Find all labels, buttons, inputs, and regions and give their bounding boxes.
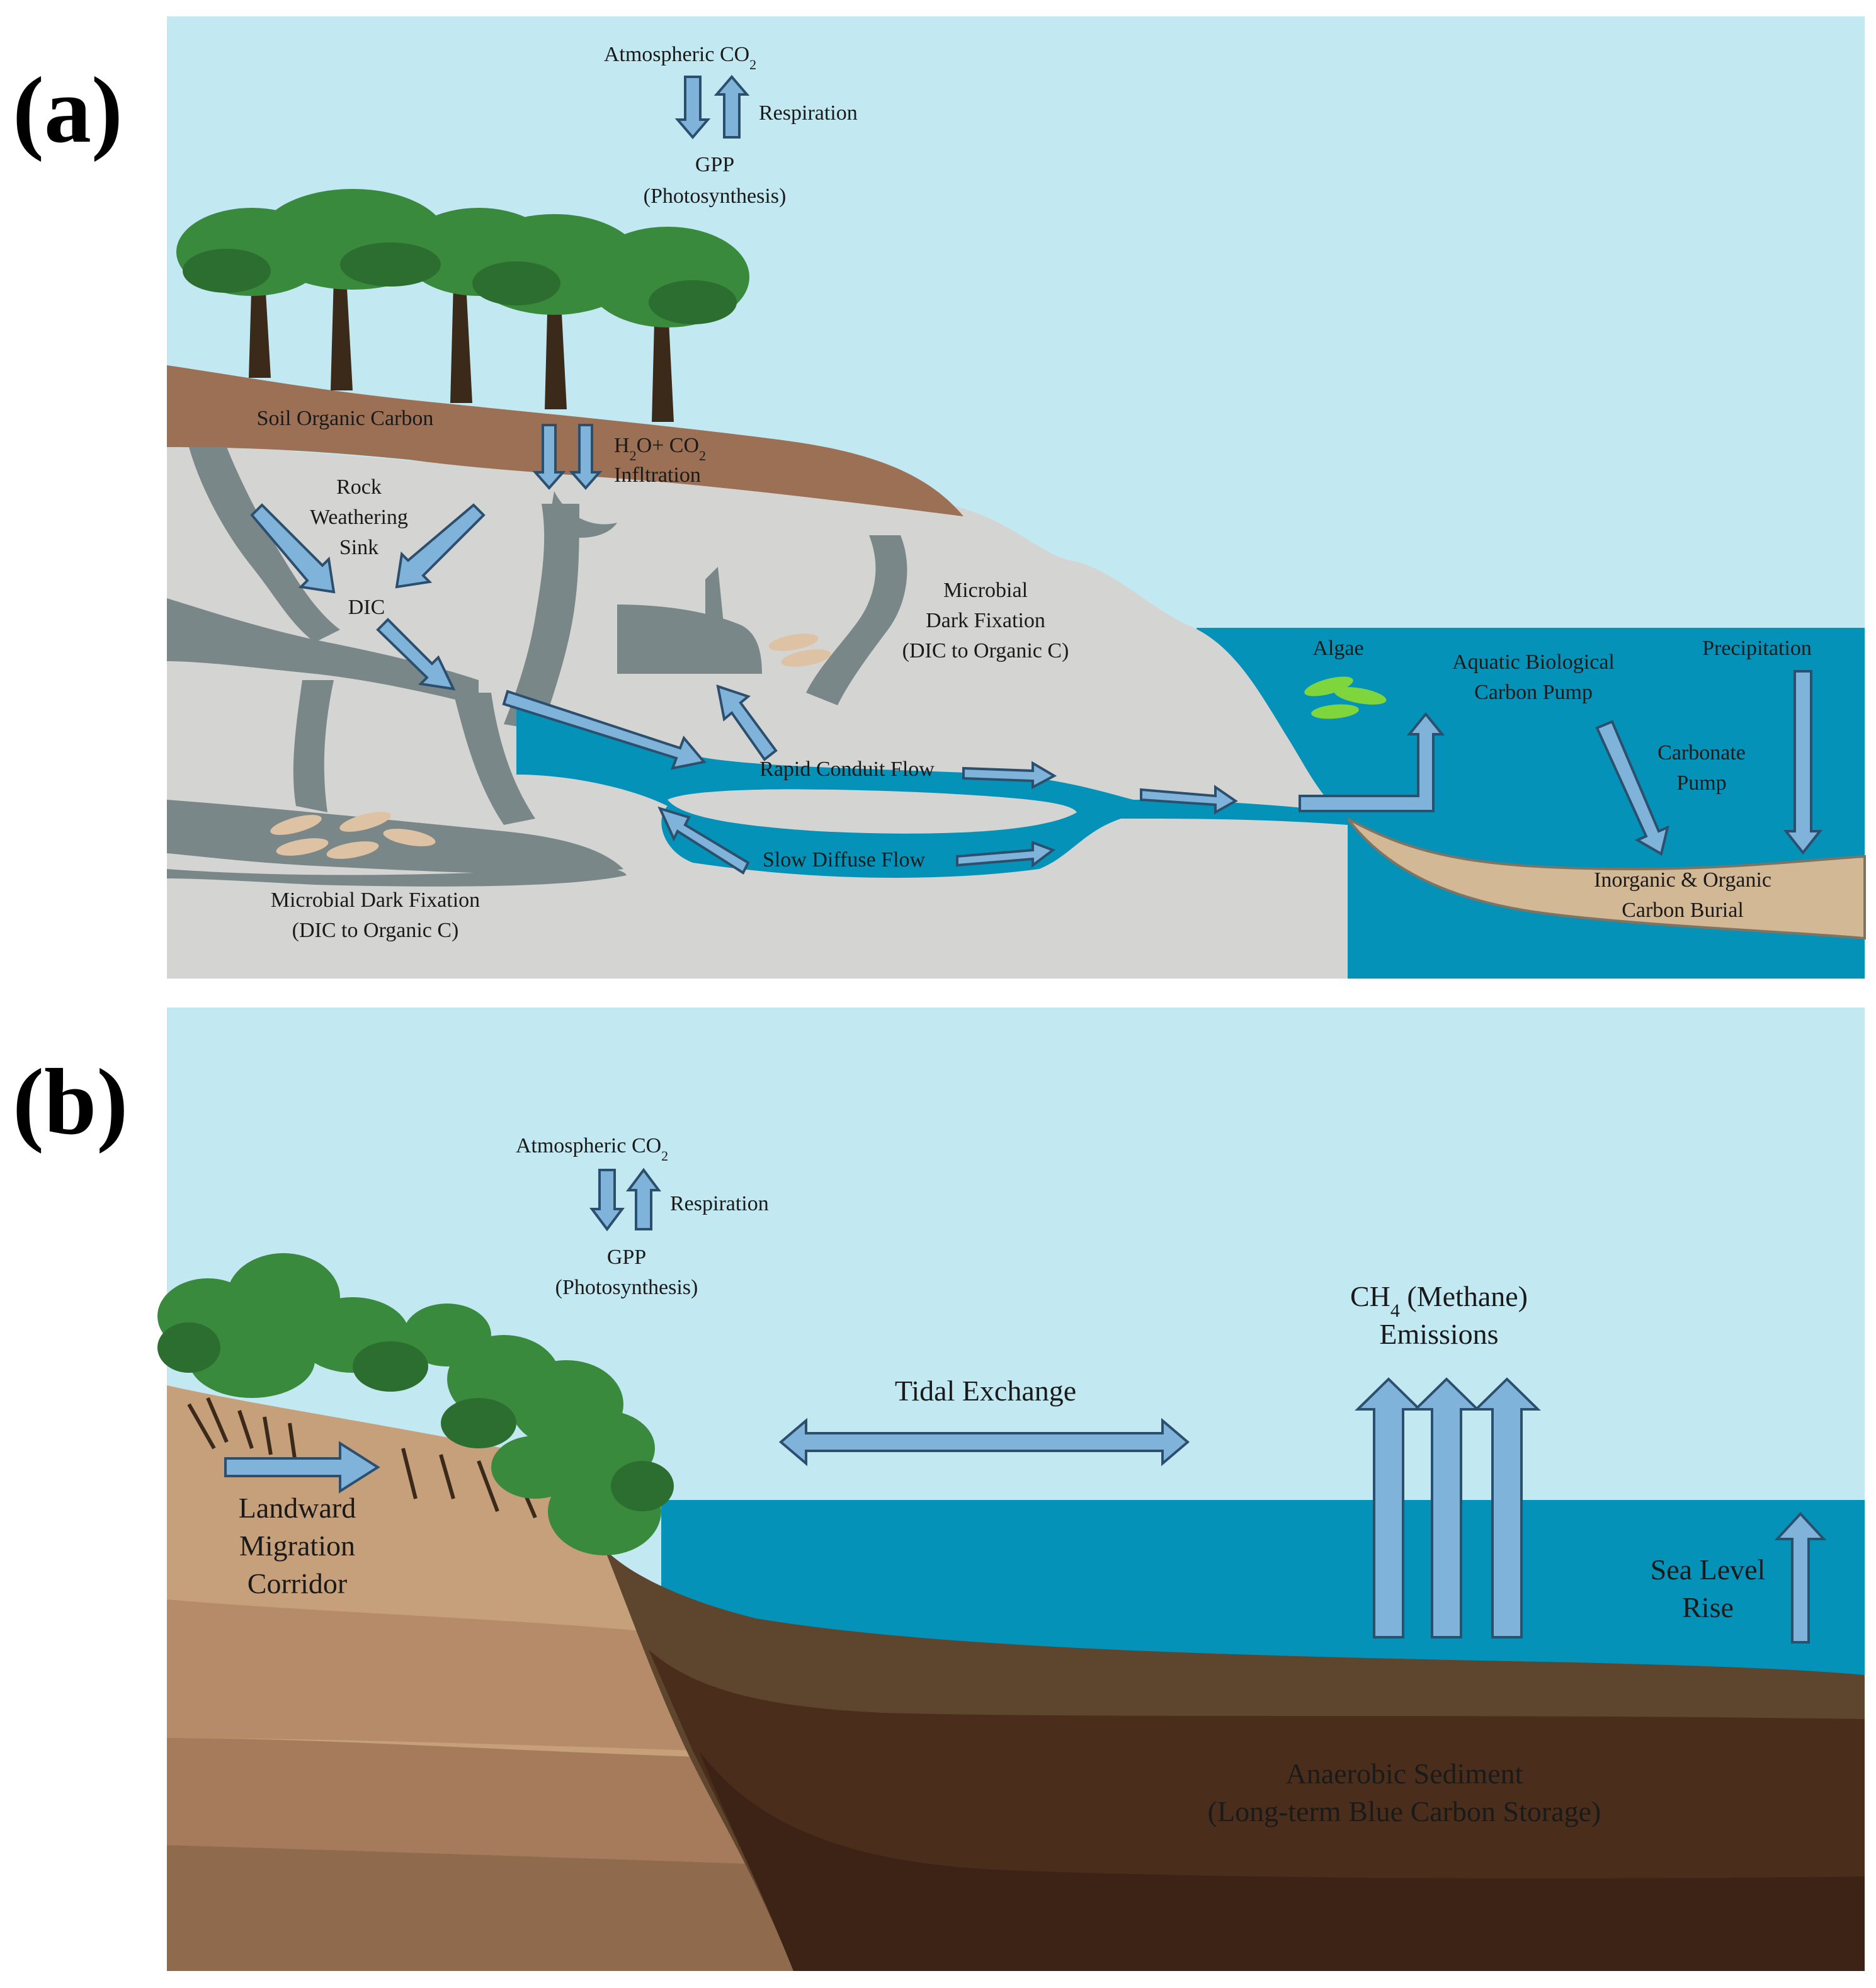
respiration-label: Respiration bbox=[759, 101, 858, 125]
panel-a-conduits bbox=[167, 447, 907, 887]
landward-line2: Migration bbox=[239, 1530, 355, 1562]
weathering-arrow-right bbox=[395, 503, 486, 589]
microbial-right-line3: (DIC to Organic C) bbox=[902, 639, 1069, 662]
conduit-long-arrow bbox=[502, 690, 707, 770]
ch4-label: CH4 (Methane) bbox=[1350, 1280, 1528, 1321]
respiration-up-arrow bbox=[713, 74, 750, 139]
gpp-down-arrow-b bbox=[589, 1169, 625, 1232]
photosynthesis-label-b: (Photosynthesis) bbox=[555, 1276, 698, 1299]
rapid-conduit-flow-label: Rapid Conduit Flow bbox=[759, 758, 935, 781]
atmospheric-co2-label: Atmospheric CO2 bbox=[604, 43, 756, 72]
panel-a-conduit-water bbox=[516, 705, 1348, 878]
outlet-arrow bbox=[1140, 785, 1238, 815]
panel-b-sediment bbox=[605, 1549, 1865, 1971]
panel-a: (a) bbox=[13, 16, 1866, 979]
algae-label: Algae bbox=[1312, 637, 1363, 660]
panel-a-labels: Atmospheric CO2 Respiration GPP (Photosy… bbox=[257, 43, 1812, 942]
rock-label: Rock bbox=[336, 475, 382, 499]
microbial-up-arrow bbox=[716, 684, 778, 761]
panel-a-microbes-bottom bbox=[270, 812, 436, 859]
landward-line3: Corridor bbox=[247, 1567, 347, 1599]
panel-a-sediment bbox=[1346, 817, 1866, 940]
atmospheric-co2-label-b: Atmospheric CO2 bbox=[516, 1134, 668, 1164]
burial-line2: Carbon Burial bbox=[1622, 899, 1744, 922]
carbonate-line2: Pump bbox=[1676, 771, 1726, 795]
sink-label: Sink bbox=[339, 536, 378, 559]
panel-b-labels: Atmospheric CO2 Respiration GPP (Photosy… bbox=[239, 1134, 1766, 1827]
infiltration-arrow-1 bbox=[532, 424, 566, 491]
microbial-right-line2: Dark Fixation bbox=[926, 609, 1045, 632]
precipitation-label: Precipitation bbox=[1702, 637, 1812, 660]
gpp-down-arrow bbox=[674, 76, 711, 140]
methane-arrow-1 bbox=[1355, 1377, 1423, 1639]
microbial-right-line1: Microbial bbox=[943, 579, 1028, 602]
aquatic-pump-line1: Aquatic Biological bbox=[1452, 650, 1615, 674]
panel-b-mangroves bbox=[157, 1253, 674, 1555]
sea-level-line2: Rise bbox=[1682, 1591, 1734, 1623]
aquatic-pump-line2: Carbon Pump bbox=[1474, 681, 1593, 704]
photosynthesis-label: (Photosynthesis) bbox=[644, 185, 787, 208]
anaerobic-line2: (Long-term Blue Carbon Storage) bbox=[1208, 1795, 1601, 1827]
dic-to-conduit-arrow bbox=[376, 618, 456, 691]
h2o-co2-label: H2O+ CO2 bbox=[614, 434, 706, 463]
anaerobic-line1: Anaerobic Sediment bbox=[1286, 1758, 1523, 1790]
carbonate-pump-arrow bbox=[1595, 720, 1669, 856]
panel-a-algae-icon bbox=[1304, 676, 1387, 719]
gpp-label: GPP bbox=[695, 153, 734, 176]
weathering-arrow-left bbox=[250, 503, 336, 594]
sea-level-line1: Sea Level bbox=[1651, 1553, 1766, 1586]
microbial-bottom-line2: (DIC to Organic C) bbox=[292, 919, 459, 942]
landward-line1: Landward bbox=[239, 1492, 356, 1524]
panel-a-conduit-island bbox=[668, 789, 1077, 834]
slow-flow-left-arrow bbox=[657, 806, 750, 875]
respiration-up-arrow-b bbox=[626, 1167, 661, 1230]
infiltration-label: Infltration bbox=[614, 463, 701, 487]
panel-a-soil bbox=[167, 365, 964, 516]
panel-a-trees bbox=[176, 189, 749, 422]
panel-a-microbes-right bbox=[768, 633, 831, 667]
gpp-label-b: GPP bbox=[607, 1246, 646, 1269]
methane-arrow-2 bbox=[1413, 1377, 1481, 1639]
dic-label: DIC bbox=[348, 596, 385, 619]
tidal-exchange-label: Tidal Exchange bbox=[895, 1375, 1076, 1407]
landward-migration-arrow bbox=[224, 1441, 380, 1494]
weathering-label: Weathering bbox=[310, 506, 408, 529]
slow-diffuse-flow-label: Slow Diffuse Flow bbox=[763, 848, 926, 872]
aquatic-pump-bent-arrow bbox=[1299, 712, 1445, 812]
rapid-flow-arrow bbox=[962, 761, 1057, 790]
sea-level-rise-arrow bbox=[1774, 1512, 1827, 1644]
burial-line1: Inorganic & Organic bbox=[1594, 868, 1771, 892]
infiltration-arrow-2 bbox=[569, 424, 603, 491]
precipitation-arrow bbox=[1783, 670, 1823, 855]
carbonate-line1: Carbonate bbox=[1657, 741, 1746, 764]
microbial-bottom-line1: Microbial Dark Fixation bbox=[271, 889, 480, 912]
emissions-label: Emissions bbox=[1379, 1318, 1498, 1350]
panel-b-land bbox=[167, 1385, 793, 1971]
soil-organic-carbon-label: Soil Organic Carbon bbox=[257, 407, 434, 430]
panel-a-arrows bbox=[250, 74, 1823, 875]
respiration-label-b: Respiration bbox=[670, 1192, 769, 1215]
slow-flow-right-arrow bbox=[956, 841, 1056, 868]
methane-arrow-3 bbox=[1473, 1377, 1541, 1639]
panel-b-arrows bbox=[224, 1167, 1827, 1644]
panel-b-letter: (b) bbox=[13, 1050, 128, 1154]
panel-a-letter: (a) bbox=[13, 58, 123, 162]
tidal-exchange-arrow bbox=[778, 1417, 1190, 1467]
